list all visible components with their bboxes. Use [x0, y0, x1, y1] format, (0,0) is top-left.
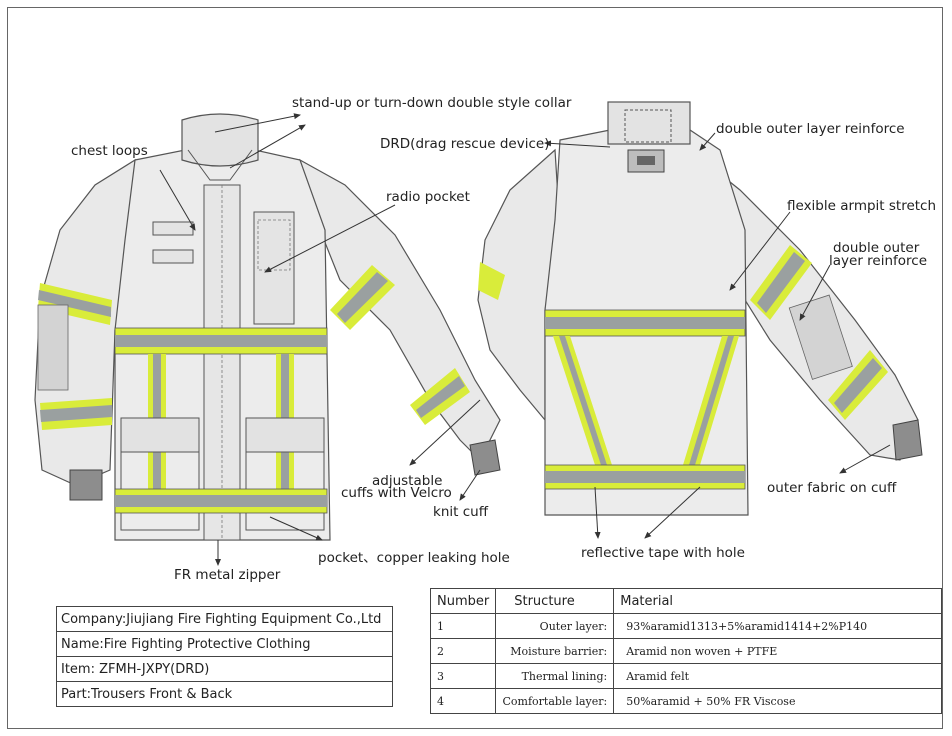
row-structure: Outer layer:	[495, 613, 615, 639]
header-material: Material	[613, 588, 942, 614]
callout-knit-cuff: knit cuff	[433, 504, 488, 520]
callout-adjustable-1: adjustable	[372, 473, 443, 489]
callout-pocket-hole: pocket、copper leaking hole	[318, 550, 510, 566]
info-name: Name:Fire Fighting Protective Clothing	[56, 631, 393, 657]
callout-drd: DRD(drag rescue device)	[380, 136, 550, 152]
callout-reflective-tape: reflective tape with hole	[581, 545, 745, 561]
row-structure: Comfortable layer:	[495, 688, 615, 714]
table-row: 1 Outer layer: 93%aramid1313+5%aramid141…	[429, 613, 942, 639]
header-number: Number	[429, 588, 497, 614]
product-info-table: Company:Jiujiang Fire Fighting Equipment…	[56, 606, 393, 707]
front-jacket	[34, 113, 501, 541]
row-number: 2	[429, 638, 497, 664]
row-material: 50%aramid + 50% FR Viscose	[613, 688, 942, 714]
row-number: 1	[429, 613, 497, 639]
callout-outer-fabric-cuff: outer fabric on cuff	[767, 480, 897, 496]
row-number: 3	[429, 663, 497, 689]
callout-collar: stand-up or turn-down double style colla…	[292, 95, 572, 111]
row-structure: Moisture barrier:	[495, 638, 615, 664]
callout-radio-pocket: radio pocket	[386, 189, 470, 205]
callout-outer-reinforce: double outer layer reinforce	[716, 121, 905, 137]
back-jacket	[477, 101, 923, 516]
callout-zipper: FR metal zipper	[174, 567, 281, 583]
row-number: 4	[429, 688, 497, 714]
sheet-frame	[7, 7, 943, 729]
info-part: Part:Trousers Front & Back	[56, 681, 393, 707]
row-structure: Thermal lining:	[495, 663, 615, 689]
info-company: Company:Jiujiang Fire Fighting Equipment…	[56, 606, 393, 632]
callout-chest-loops: chest loops	[71, 143, 148, 159]
callout-sleeve-reinforce-2: layer reinforce	[829, 253, 928, 269]
callout-armpit: flexible armpit stretch	[787, 198, 937, 214]
row-material: 93%aramid1313+5%aramid1414+2%P140	[613, 613, 942, 639]
table-row: 4 Comfortable layer: 50%aramid + 50% FR …	[429, 688, 942, 714]
header-structure: Structure	[495, 588, 615, 614]
leader-lines	[159, 113, 891, 566]
callout-adjustable-2: cuffs with Velcro	[341, 485, 452, 501]
row-material: Aramid non woven + PTFE	[613, 638, 942, 664]
info-item: Item: ZFMH-JXPY(DRD)	[56, 656, 393, 682]
callout-sleeve-reinforce-1: double outer	[833, 240, 920, 256]
row-material: Aramid felt	[613, 663, 942, 689]
table-row: 3 Thermal lining: Aramid felt	[429, 663, 942, 689]
material-table: Number Structure Material 1 Outer layer:…	[429, 588, 942, 714]
table-row: 2 Moisture barrier: Aramid non woven + P…	[429, 638, 942, 664]
